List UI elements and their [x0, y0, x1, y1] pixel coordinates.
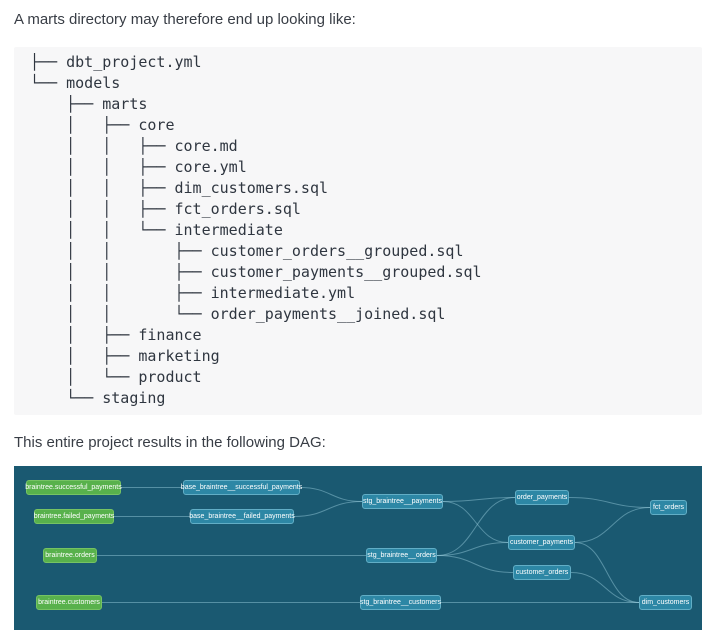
dag-node-stg_braintree__customers: stg_braintree__customers — [360, 595, 441, 610]
dag-edge-customer_orders-to-dim_customers — [570, 572, 640, 603]
dag-edge-stg_braintree__orders-to-customer_payments — [436, 542, 509, 556]
dag-edge-base_braintree__failed_payments-to-stg_braintree__payments — [293, 501, 363, 517]
intro-paragraph: A marts directory may therefore end up l… — [14, 11, 356, 28]
dag-node-braintree_customers: braintree.customers — [36, 595, 102, 610]
dag-edge-base_braintree__successful_payments-to-stg_braintree__payments — [299, 487, 363, 502]
dag-node-braintree_successful_payments: braintree.successful_payments — [25, 480, 122, 495]
dag-node-base_braintree__failed_payments: base_braintree__failed_payments — [189, 509, 295, 524]
dag-node-braintree_orders: braintree.orders — [43, 548, 97, 563]
dag-edge-customer_payments-to-fct_orders — [574, 507, 651, 543]
dag-edge-stg_braintree__payments-to-order_payments — [442, 497, 516, 502]
dag-edge-customer_payments-to-dim_customers — [574, 542, 640, 603]
dag-node-dim_customers: dim_customers — [639, 595, 692, 610]
dag-intro-paragraph: This entire project results in the follo… — [14, 434, 326, 451]
dag-node-base_braintree__successful_payments: base_braintree__successful_payments — [181, 480, 302, 495]
dag-edges — [97, 487, 651, 603]
dag-edge-stg_braintree__payments-to-customer_payments — [442, 501, 509, 543]
dag-node-stg_braintree__orders: stg_braintree__orders — [366, 548, 437, 563]
dag-node-customer_payments: customer_payments — [508, 535, 575, 550]
directory-tree: ├── dbt_project.yml └── models ├── marts… — [14, 47, 702, 415]
dag-edge-stg_braintree__orders-to-order_payments — [436, 497, 516, 556]
page-content: A marts directory may therefore end up l… — [0, 11, 715, 630]
dag-node-customer_orders: customer_orders — [513, 565, 571, 580]
dag-node-stg_braintree__payments: stg_braintree__payments — [362, 494, 443, 509]
dag-node-order_payments: order_payments — [515, 490, 569, 505]
dag-edge-stg_braintree__orders-to-customer_orders — [436, 555, 514, 573]
dag-edge-order_payments-to-fct_orders — [568, 497, 651, 508]
dag-image: braintree.successful_payments base_braint… — [14, 466, 702, 630]
dag-node-braintree_failed_payments: braintree.failed_payments — [34, 509, 114, 524]
dag-node-fct_orders: fct_orders — [650, 500, 687, 515]
